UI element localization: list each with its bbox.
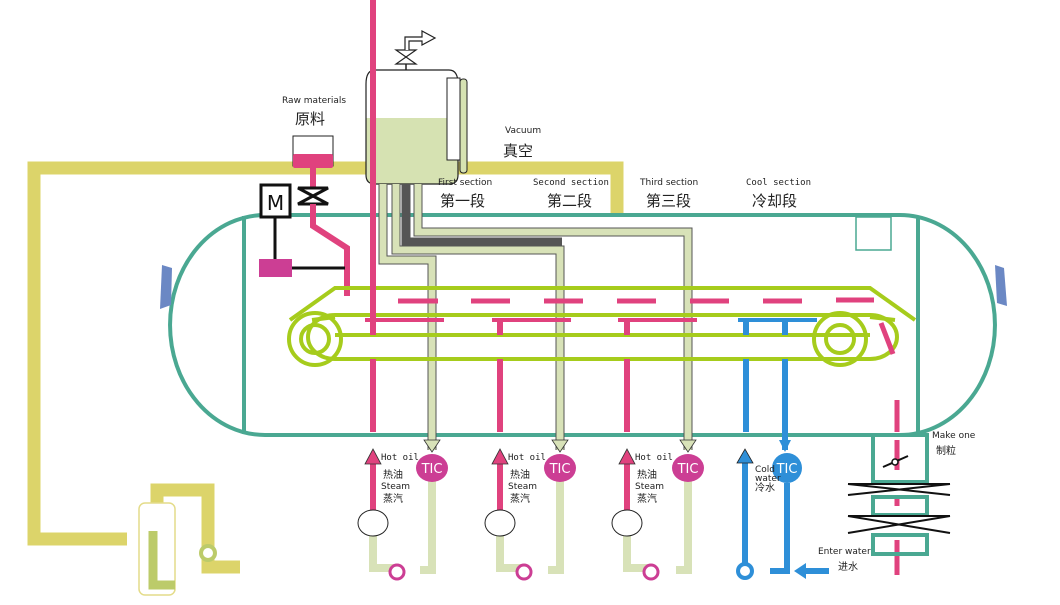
- hot-oil-arrow-icon: [364, 448, 382, 465]
- raw-materials-en: Raw materials: [282, 96, 346, 106]
- vacuum-zh: 真空: [503, 142, 533, 160]
- medium-en: Hot oil: [381, 453, 419, 463]
- section-2-en: Second section: [533, 178, 609, 188]
- cold-water-zh: 冷水: [755, 481, 775, 494]
- pump-icon: [642, 563, 660, 581]
- conveyor-belt: [287, 286, 917, 367]
- medium-zh: 热油: [637, 468, 657, 481]
- cold-water-en-2: water: [755, 474, 781, 484]
- tic-controller: [672, 454, 704, 482]
- cold-water-en-1: Cold: [755, 465, 775, 475]
- section-labels: First section 第一段 Second section 第二段 Thi…: [438, 178, 811, 210]
- heating-zone-1: TIC Hot oil 热油 Steam 蒸汽: [357, 439, 448, 581]
- tic-label: TIC: [549, 462, 571, 477]
- hot-oil-arrow-icon: [491, 448, 509, 465]
- granulator: [847, 433, 951, 556]
- enter-water-zh: 进水: [838, 561, 858, 573]
- alt-zh: 蒸汽: [383, 492, 403, 505]
- tic-controller: [416, 454, 448, 482]
- cooling-tic-label: TIC: [776, 462, 798, 477]
- top-labels: Raw materials 原料 Vacuum 真空 Make one 制粒 E…: [282, 96, 976, 573]
- heating-zone-2: TIC Hot oil 热油 Steam 蒸汽: [484, 439, 576, 581]
- enter-water-arrow-icon: [794, 563, 829, 579]
- tic-label: TIC: [677, 462, 699, 477]
- return-pipe: [27, 161, 624, 574]
- pump-icon: [515, 563, 533, 581]
- section-cool-zh: 冷却段: [752, 192, 797, 210]
- make-one-en: Make one: [932, 431, 976, 441]
- raw-material-hopper: [292, 135, 350, 296]
- tic-controller: [544, 454, 576, 482]
- medium-en: Hot oil: [508, 453, 546, 463]
- raw-materials-zh: 原料: [295, 110, 325, 128]
- medium-zh: 热油: [383, 468, 403, 481]
- sight-glass-right: [995, 265, 1007, 306]
- heating-zone-3: TIC Hot oil 热油 Steam 蒸汽: [611, 439, 704, 581]
- alt-zh: 蒸汽: [510, 492, 530, 505]
- section-3-en: Third section: [639, 178, 698, 188]
- alt-en: Steam: [508, 482, 537, 492]
- motor: M: [259, 183, 345, 277]
- vacuum-receiver: [365, 29, 468, 185]
- section-1-en: First section: [438, 178, 492, 188]
- heating-zones: TIC Hot oil 热油 Steam 蒸汽 TIC Hot oil 热油 S…: [357, 439, 704, 581]
- make-one-zh: 制粒: [936, 444, 956, 457]
- section-3-zh: 第三段: [646, 192, 691, 210]
- cooling-zone: TIC Cold water 冷水: [736, 440, 829, 580]
- cooling-tic: [772, 453, 802, 483]
- feed-valve-icon: [297, 186, 329, 206]
- vacuum-en: Vacuum: [505, 126, 541, 136]
- medium-zh: 热油: [510, 468, 530, 481]
- product-dashes: [398, 297, 900, 575]
- vent-arrow-icon: [404, 29, 437, 50]
- pump-icon: [388, 563, 406, 581]
- section-cool-en: Cool section: [746, 178, 811, 188]
- alt-en: Steam: [381, 482, 410, 492]
- motor-label: M: [267, 191, 284, 215]
- vacuum-lines: [378, 184, 693, 450]
- vacuum-valve-icon: [394, 49, 418, 65]
- tic-label: TIC: [421, 462, 443, 477]
- section-1-zh: 第一段: [440, 192, 485, 210]
- heating-plates: [365, 0, 817, 450]
- alt-zh: 蒸汽: [637, 492, 657, 505]
- section-2-zh: 第二段: [547, 192, 592, 210]
- enter-water-en: Enter water: [818, 547, 871, 557]
- condenser-tank: [138, 502, 217, 596]
- medium-en: Hot oil: [635, 453, 673, 463]
- sight-glass-left: [160, 265, 172, 309]
- alt-en: Steam: [635, 482, 664, 492]
- hot-oil-arrow-icon: [618, 448, 636, 465]
